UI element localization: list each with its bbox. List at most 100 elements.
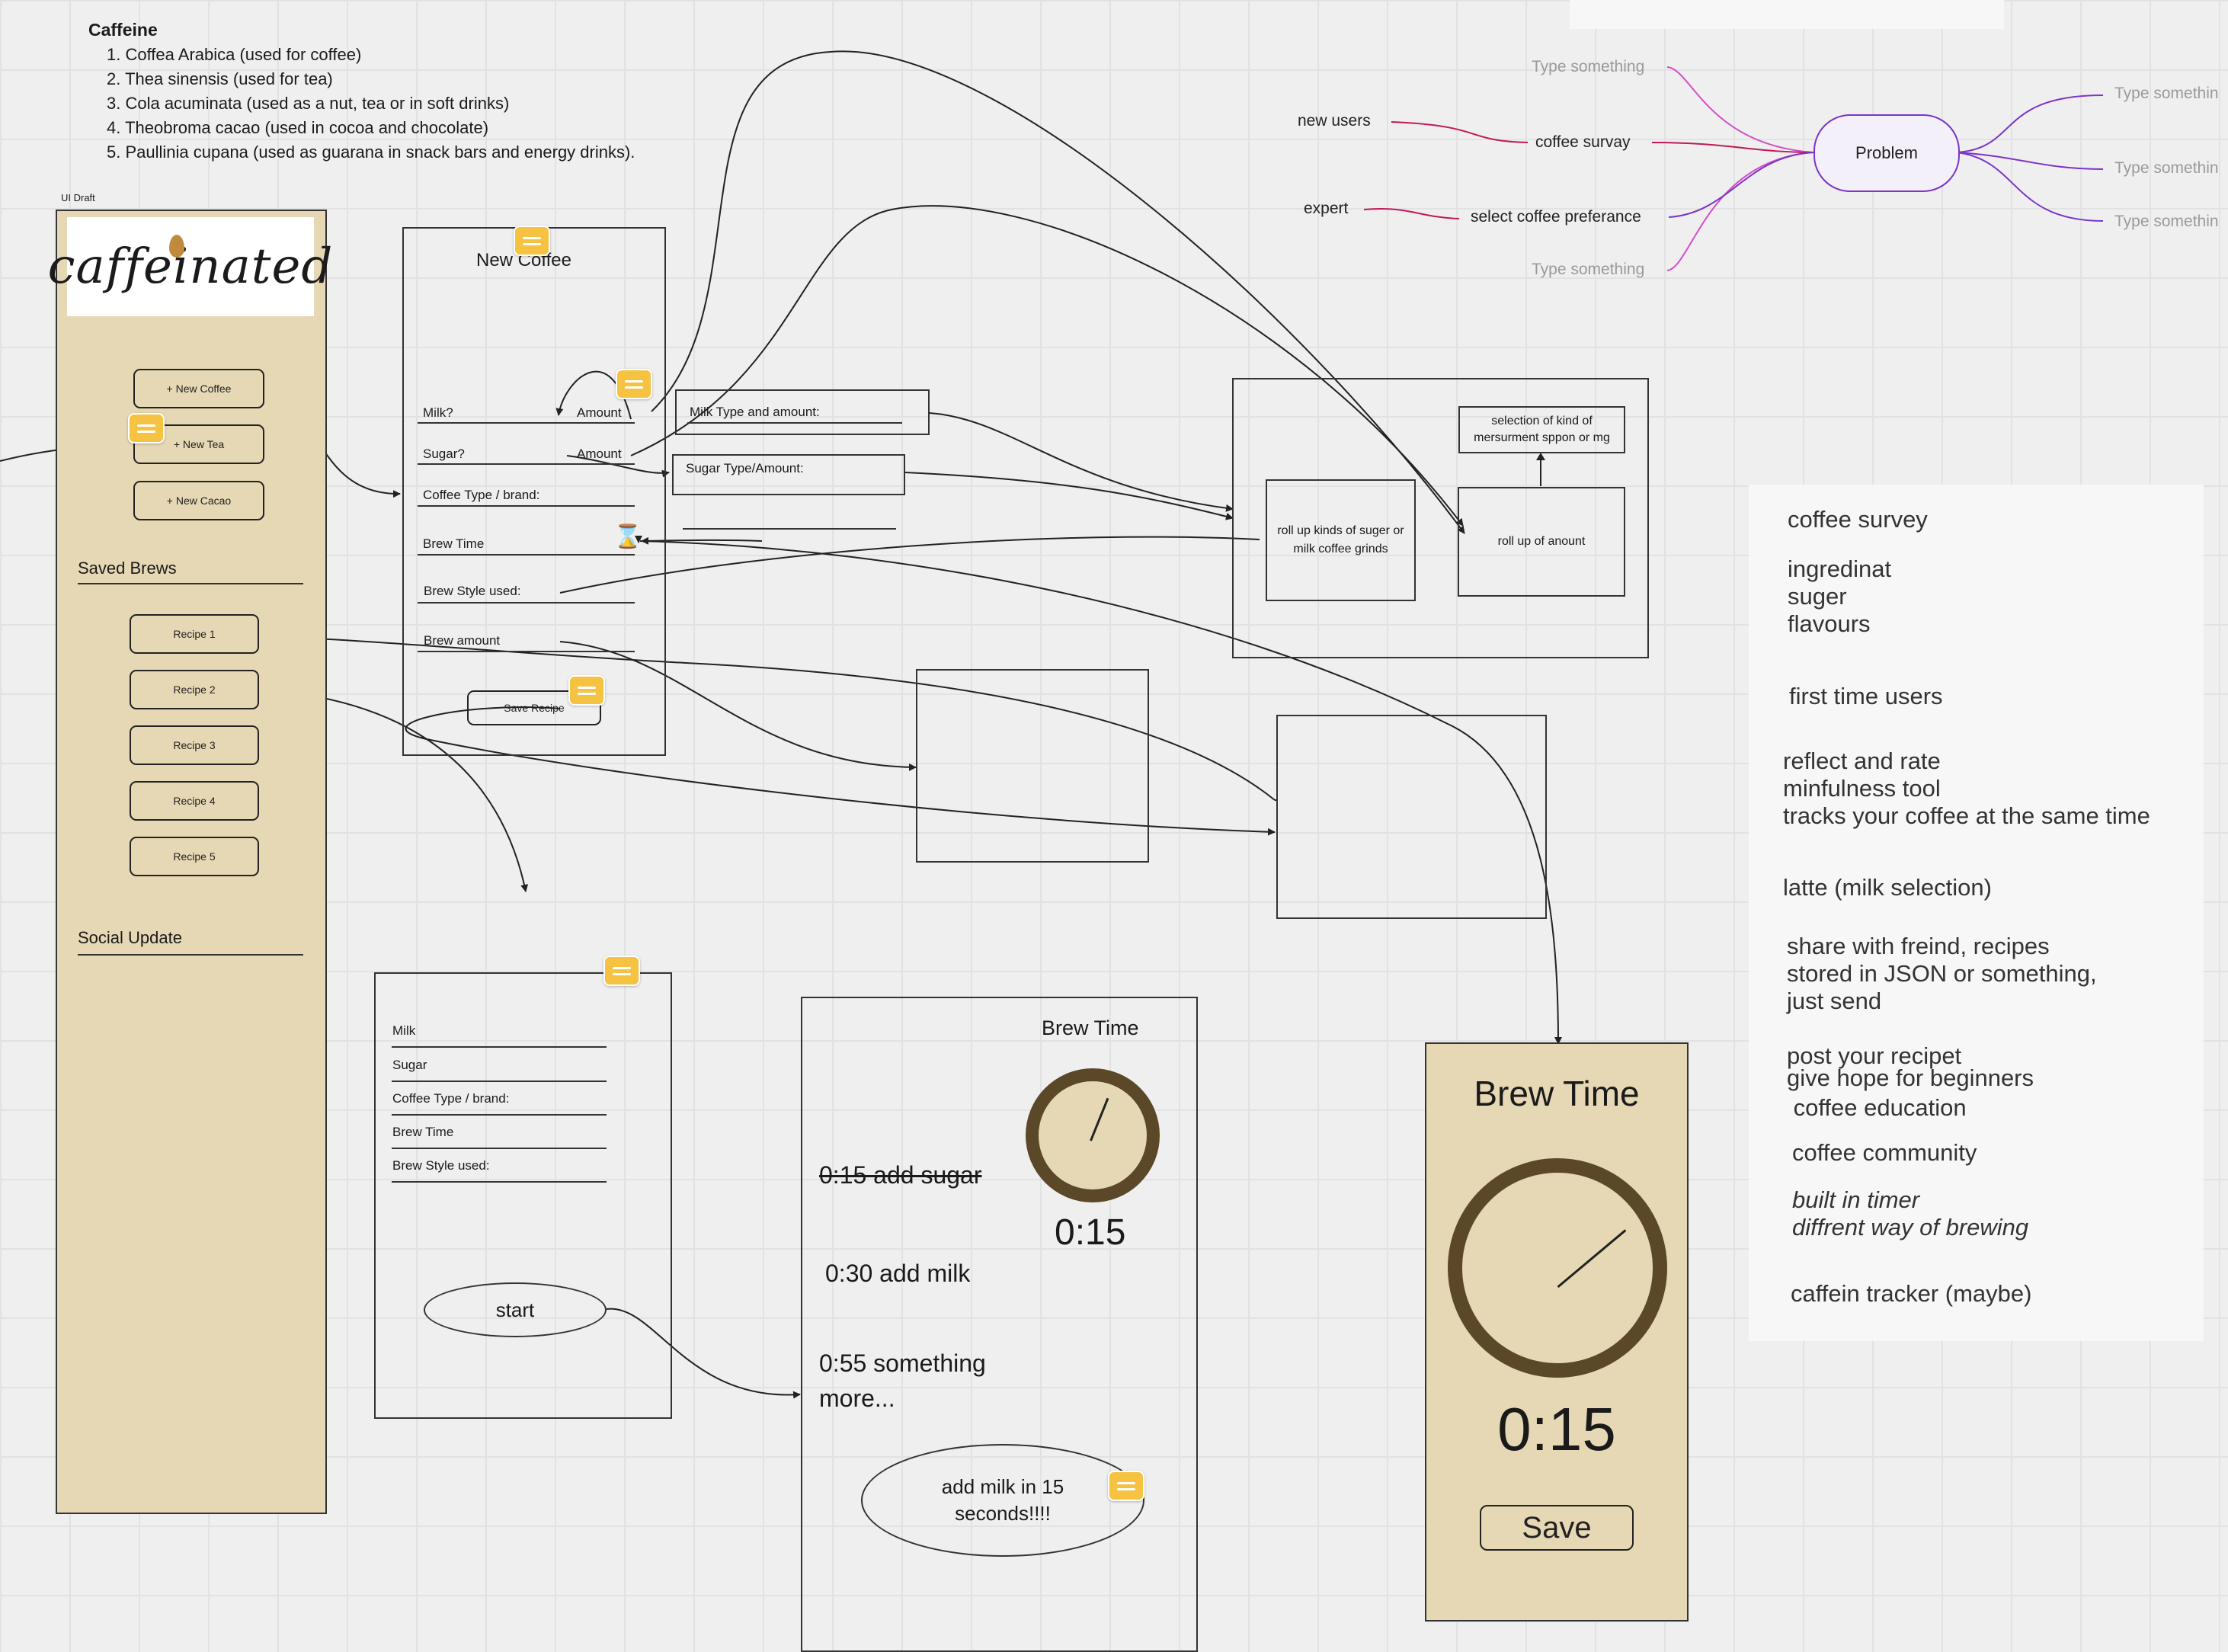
recipe-coffee-type-label: Coffee Type / brand:: [392, 1091, 510, 1106]
caffeine-list: 1. Coffea Arabica (used for coffee) 2. T…: [107, 43, 635, 165]
caffeine-item: 3. Cola acuminata (used as a nut, tea or…: [107, 94, 510, 113]
mindmap-node-coffee-preference[interactable]: select coffee preferance: [1471, 208, 1641, 226]
comment-icon[interactable]: [1108, 1471, 1144, 1501]
note-item: ingredinat suger flavours: [1788, 555, 1892, 637]
note-item: latte (milk selection): [1783, 874, 1992, 901]
recipe-button-2[interactable]: Recipe 2: [130, 670, 259, 709]
brew-style-label: Brew Style used:: [424, 584, 521, 598]
caffeine-item: 5. Paullinia cupana (used as guarana in …: [107, 142, 635, 162]
empty-frame: [1276, 715, 1547, 919]
mindmap-node-placeholder[interactable]: Type somethin: [2114, 213, 2219, 230]
milk-field-line[interactable]: [418, 422, 635, 424]
step-item: 0:55 something more...: [819, 1349, 986, 1412]
brew-panel-title: Brew Time: [1474, 1074, 1640, 1113]
sugar-field-label: Sugar?: [423, 447, 465, 461]
recipe-field-line: [392, 1081, 607, 1082]
note-item: caffein tracker (maybe): [1791, 1280, 2032, 1307]
sugar-amount-label: Amount: [577, 447, 622, 461]
recipe-field-line: [392, 1181, 607, 1183]
sugar-type-popup[interactable]: [672, 454, 905, 495]
mindmap-node-new-users[interactable]: new users: [1298, 112, 1371, 130]
mindmap-center-node[interactable]: Problem: [1813, 114, 1960, 192]
top-panel-stub: [1570, 0, 2004, 29]
mindmap-node-placeholder[interactable]: Type something: [1532, 261, 1645, 278]
hourglass-icon[interactable]: ⌛: [613, 524, 642, 549]
recipe-view-frame: [374, 972, 672, 1419]
mindmap-node-expert[interactable]: expert: [1304, 200, 1349, 217]
extra-field-line[interactable]: [683, 528, 896, 530]
milk-alert-text: add milk in 15 seconds!!!!: [941, 1475, 1064, 1525]
comment-icon[interactable]: [603, 956, 640, 986]
sugar-field-line[interactable]: [418, 463, 635, 465]
step-item: 0:30 add milk: [825, 1260, 971, 1287]
milk-type-line[interactable]: [687, 422, 902, 424]
comment-icon[interactable]: [128, 413, 165, 443]
recipe-milk-label: Milk: [392, 1023, 416, 1038]
app-logo: caffeinated: [48, 217, 332, 316]
recipe-button-3[interactable]: Recipe 3: [130, 725, 259, 765]
brew-amount-line[interactable]: [418, 651, 635, 652]
milk-amount-label: Amount: [577, 405, 622, 420]
comment-icon[interactable]: [514, 226, 550, 256]
mindmap-node-placeholder[interactable]: Type somethin: [2114, 85, 2219, 102]
brew-amount-label: Brew amount: [424, 633, 501, 648]
coffee-type-line[interactable]: [418, 505, 635, 507]
note-item: post your recipet: [1787, 1042, 1962, 1069]
measurement-selection-label: selection of kind of mersurment sppon or…: [1474, 415, 1610, 444]
saved-brews-heading: Saved Brews: [78, 559, 177, 578]
notes-panel: [1749, 485, 2204, 1341]
social-update-heading: Social Update: [78, 928, 182, 947]
comment-icon[interactable]: [568, 675, 605, 706]
recipe-field-line: [392, 1114, 607, 1116]
recipe-sugar-label: Sugar: [392, 1058, 427, 1072]
milk-alert-bubble: add milk in 15 seconds!!!!: [861, 1444, 1144, 1557]
brew-style-line[interactable]: [418, 602, 635, 603]
coffee-bean-icon: [169, 235, 184, 258]
milk-field-label: Milk?: [423, 405, 453, 420]
step-done: 0:15 add sugar: [819, 1161, 982, 1189]
rollup-amount-box[interactable]: roll up of anount: [1458, 487, 1625, 597]
recipe-button-4[interactable]: Recipe 4: [130, 781, 259, 821]
note-item: reflect and rate minfulness tool tracks …: [1783, 748, 2150, 829]
rollup-frame: [1232, 378, 1649, 658]
recipe-brew-style-label: Brew Style used:: [392, 1158, 490, 1173]
note-item: coffee education: [1787, 1094, 1967, 1121]
recipe-button-5[interactable]: Recipe 5: [130, 837, 259, 876]
save-button[interactable]: Save: [1480, 1505, 1634, 1551]
brew-steps-time: 0:15: [1055, 1212, 1126, 1253]
caffeine-title: Caffeine: [88, 20, 158, 40]
note-item: give hope for beginners: [1787, 1065, 2034, 1091]
note-item: coffee community: [1792, 1139, 1977, 1166]
caffeine-item: 4. Theobroma cacao (used in cocoa and ch…: [107, 118, 489, 137]
mindmap-node-placeholder[interactable]: Type somethin: [2114, 159, 2219, 177]
mindmap-node-coffee-survay[interactable]: coffee survay: [1535, 133, 1631, 151]
recipe-button-1[interactable]: Recipe 1: [130, 614, 259, 654]
brew-time-line[interactable]: [418, 554, 635, 555]
divider: [78, 954, 303, 956]
mindmap-center-label: Problem: [1855, 143, 1918, 162]
note-item: share with freind, recipes stored in JSO…: [1787, 933, 2097, 1014]
recipe-field-line: [392, 1148, 607, 1149]
empty-frame: [916, 669, 1149, 863]
caffeine-item: 1. Coffea Arabica (used for coffee): [107, 45, 362, 64]
frame-caption: UI Draft: [61, 192, 95, 203]
mindmap-node-placeholder[interactable]: Type something: [1532, 58, 1645, 75]
milk-type-label: Milk Type and amount:: [690, 405, 820, 419]
milk-type-popup[interactable]: [675, 389, 930, 435]
arrow-up-icon: [1536, 453, 1545, 486]
caffeine-item: 2. Thea sinensis (used for tea): [107, 69, 333, 88]
timer-dial-icon: [1026, 1068, 1160, 1202]
measurement-selection-box[interactable]: selection of kind of mersurment sppon or…: [1458, 406, 1625, 453]
start-button[interactable]: start: [424, 1282, 607, 1337]
new-cacao-button[interactable]: + New Cacao: [133, 481, 264, 520]
new-coffee-button[interactable]: + New Coffee: [133, 369, 264, 408]
divider: [78, 583, 303, 584]
comment-icon[interactable]: [616, 369, 652, 399]
brew-steps-title: Brew Time: [1042, 1016, 1139, 1039]
recipe-brew-time-label: Brew Time: [392, 1125, 454, 1139]
save-recipe-button[interactable]: Save Recipe: [467, 690, 601, 725]
rollup-kinds-box[interactable]: roll up kinds of suger or milk coffee gr…: [1266, 479, 1416, 601]
logo-text: caffeinated: [47, 239, 334, 295]
note-item: first time users: [1789, 683, 1943, 709]
start-button-label: start: [495, 1298, 535, 1321]
